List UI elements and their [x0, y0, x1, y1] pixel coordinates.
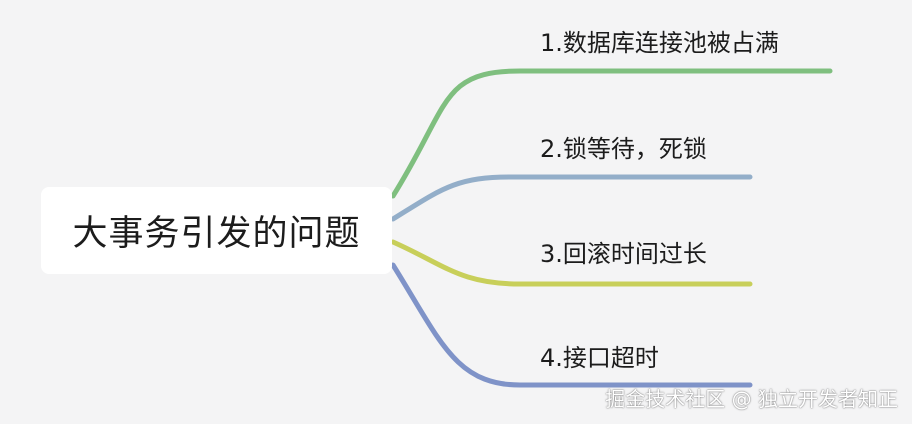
- branch-connector-2: [390, 174, 753, 222]
- branch-connector-4: [390, 262, 753, 388]
- watermark-text: 掘金技术社区 @ 独立开发者知正: [605, 387, 898, 411]
- branch-connector-1: [390, 68, 833, 199]
- branch-label-connection-pool[interactable]: 1.数据库连接池被占满: [540, 29, 779, 57]
- branch-connector-3: [390, 239, 753, 287]
- root-topic-node[interactable]: 大事务引发的问题: [41, 187, 392, 274]
- root-topic-label: 大事务引发的问题: [72, 214, 361, 254]
- branch-label-interface-timeout[interactable]: 4.接口超时: [540, 344, 659, 372]
- branch-label-lock-wait[interactable]: 2.锁等待，死锁: [540, 135, 707, 163]
- branch-label-rollback[interactable]: 3.回滚时间过长: [540, 240, 707, 268]
